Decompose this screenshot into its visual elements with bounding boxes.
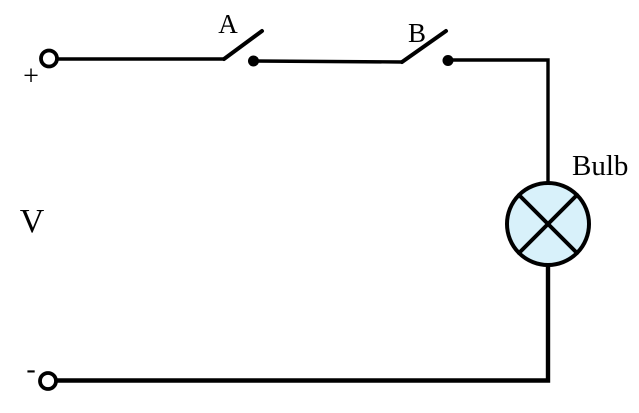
circuit-wires (53, 29, 551, 383)
positive-terminal-node (39, 48, 59, 69)
switch-a-label: A (218, 9, 238, 39)
bulb-label: Bulb (572, 150, 628, 182)
switch-a-blade (222, 29, 264, 61)
bulb-symbol (505, 181, 591, 267)
plus-sign-label: + (23, 61, 39, 92)
wire-switch-a-to-switch-b (251, 59, 404, 64)
voltage-source-label: V (20, 203, 45, 240)
switch-b-contact-dot (442, 55, 454, 66)
bottom-wire-segment (53, 262, 551, 383)
top-wire-right-segment (446, 58, 550, 185)
switch-a-contact-dot (248, 55, 259, 67)
negative-terminal-node (38, 371, 58, 391)
switch-b-blade (400, 29, 448, 64)
switch-b-label: B (408, 18, 426, 48)
bulb-cross-line-2 (517, 193, 579, 255)
minus-sign-label: - (26, 354, 35, 385)
